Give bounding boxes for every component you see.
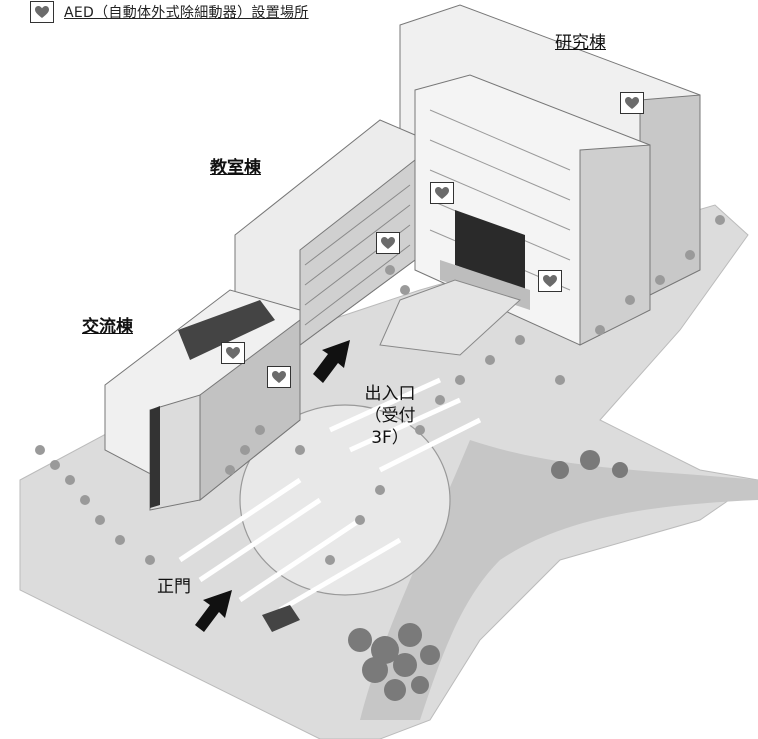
- exchange-building-label: 交流棟: [82, 317, 133, 337]
- aed-marker-exchange-lower: [267, 366, 291, 388]
- parking-lots: [178, 377, 482, 613]
- roundabout: [239, 404, 451, 596]
- main-gate-label: 正門: [157, 577, 191, 597]
- aed-marker-research-front: [538, 270, 562, 292]
- heart-icon: [226, 347, 240, 359]
- research-building-label: 研究棟: [555, 33, 606, 53]
- research-building: [399, 4, 701, 346]
- entrance-label: 出入口 （受付 3F）: [350, 383, 430, 449]
- aed-marker-research: [620, 92, 644, 114]
- aed-marker-research-lobby: [430, 182, 454, 204]
- entrance-canopy: [379, 279, 521, 356]
- heart-icon: [381, 237, 395, 249]
- classroom-building: [234, 119, 416, 346]
- heart-icon: [543, 275, 557, 287]
- aed-marker-classroom: [376, 232, 400, 254]
- heart-icon: [435, 187, 449, 199]
- heart-icon: [625, 97, 639, 109]
- legend-text: AED（自動体外式除細動器）設置場所: [64, 5, 309, 21]
- legend: AED（自動体外式除細動器）設置場所: [30, 0, 309, 24]
- entrance-arrow: [313, 340, 350, 383]
- aed-legend-icon-box: [30, 1, 54, 23]
- heart-icon: [35, 6, 49, 18]
- gate-house: [262, 605, 300, 632]
- entrance-label-line1: 出入口: [364, 384, 416, 404]
- trees: [35, 215, 725, 565]
- entrance-label-line2: （受付 3F）: [364, 406, 416, 448]
- classroom-building-label: 教室棟: [210, 158, 261, 178]
- main-gate-arrow: [195, 590, 232, 632]
- road: [360, 440, 758, 720]
- forest: [348, 450, 628, 701]
- heart-icon: [272, 371, 286, 383]
- exchange-building: [104, 289, 301, 511]
- aed-marker-exchange-upper: [221, 342, 245, 364]
